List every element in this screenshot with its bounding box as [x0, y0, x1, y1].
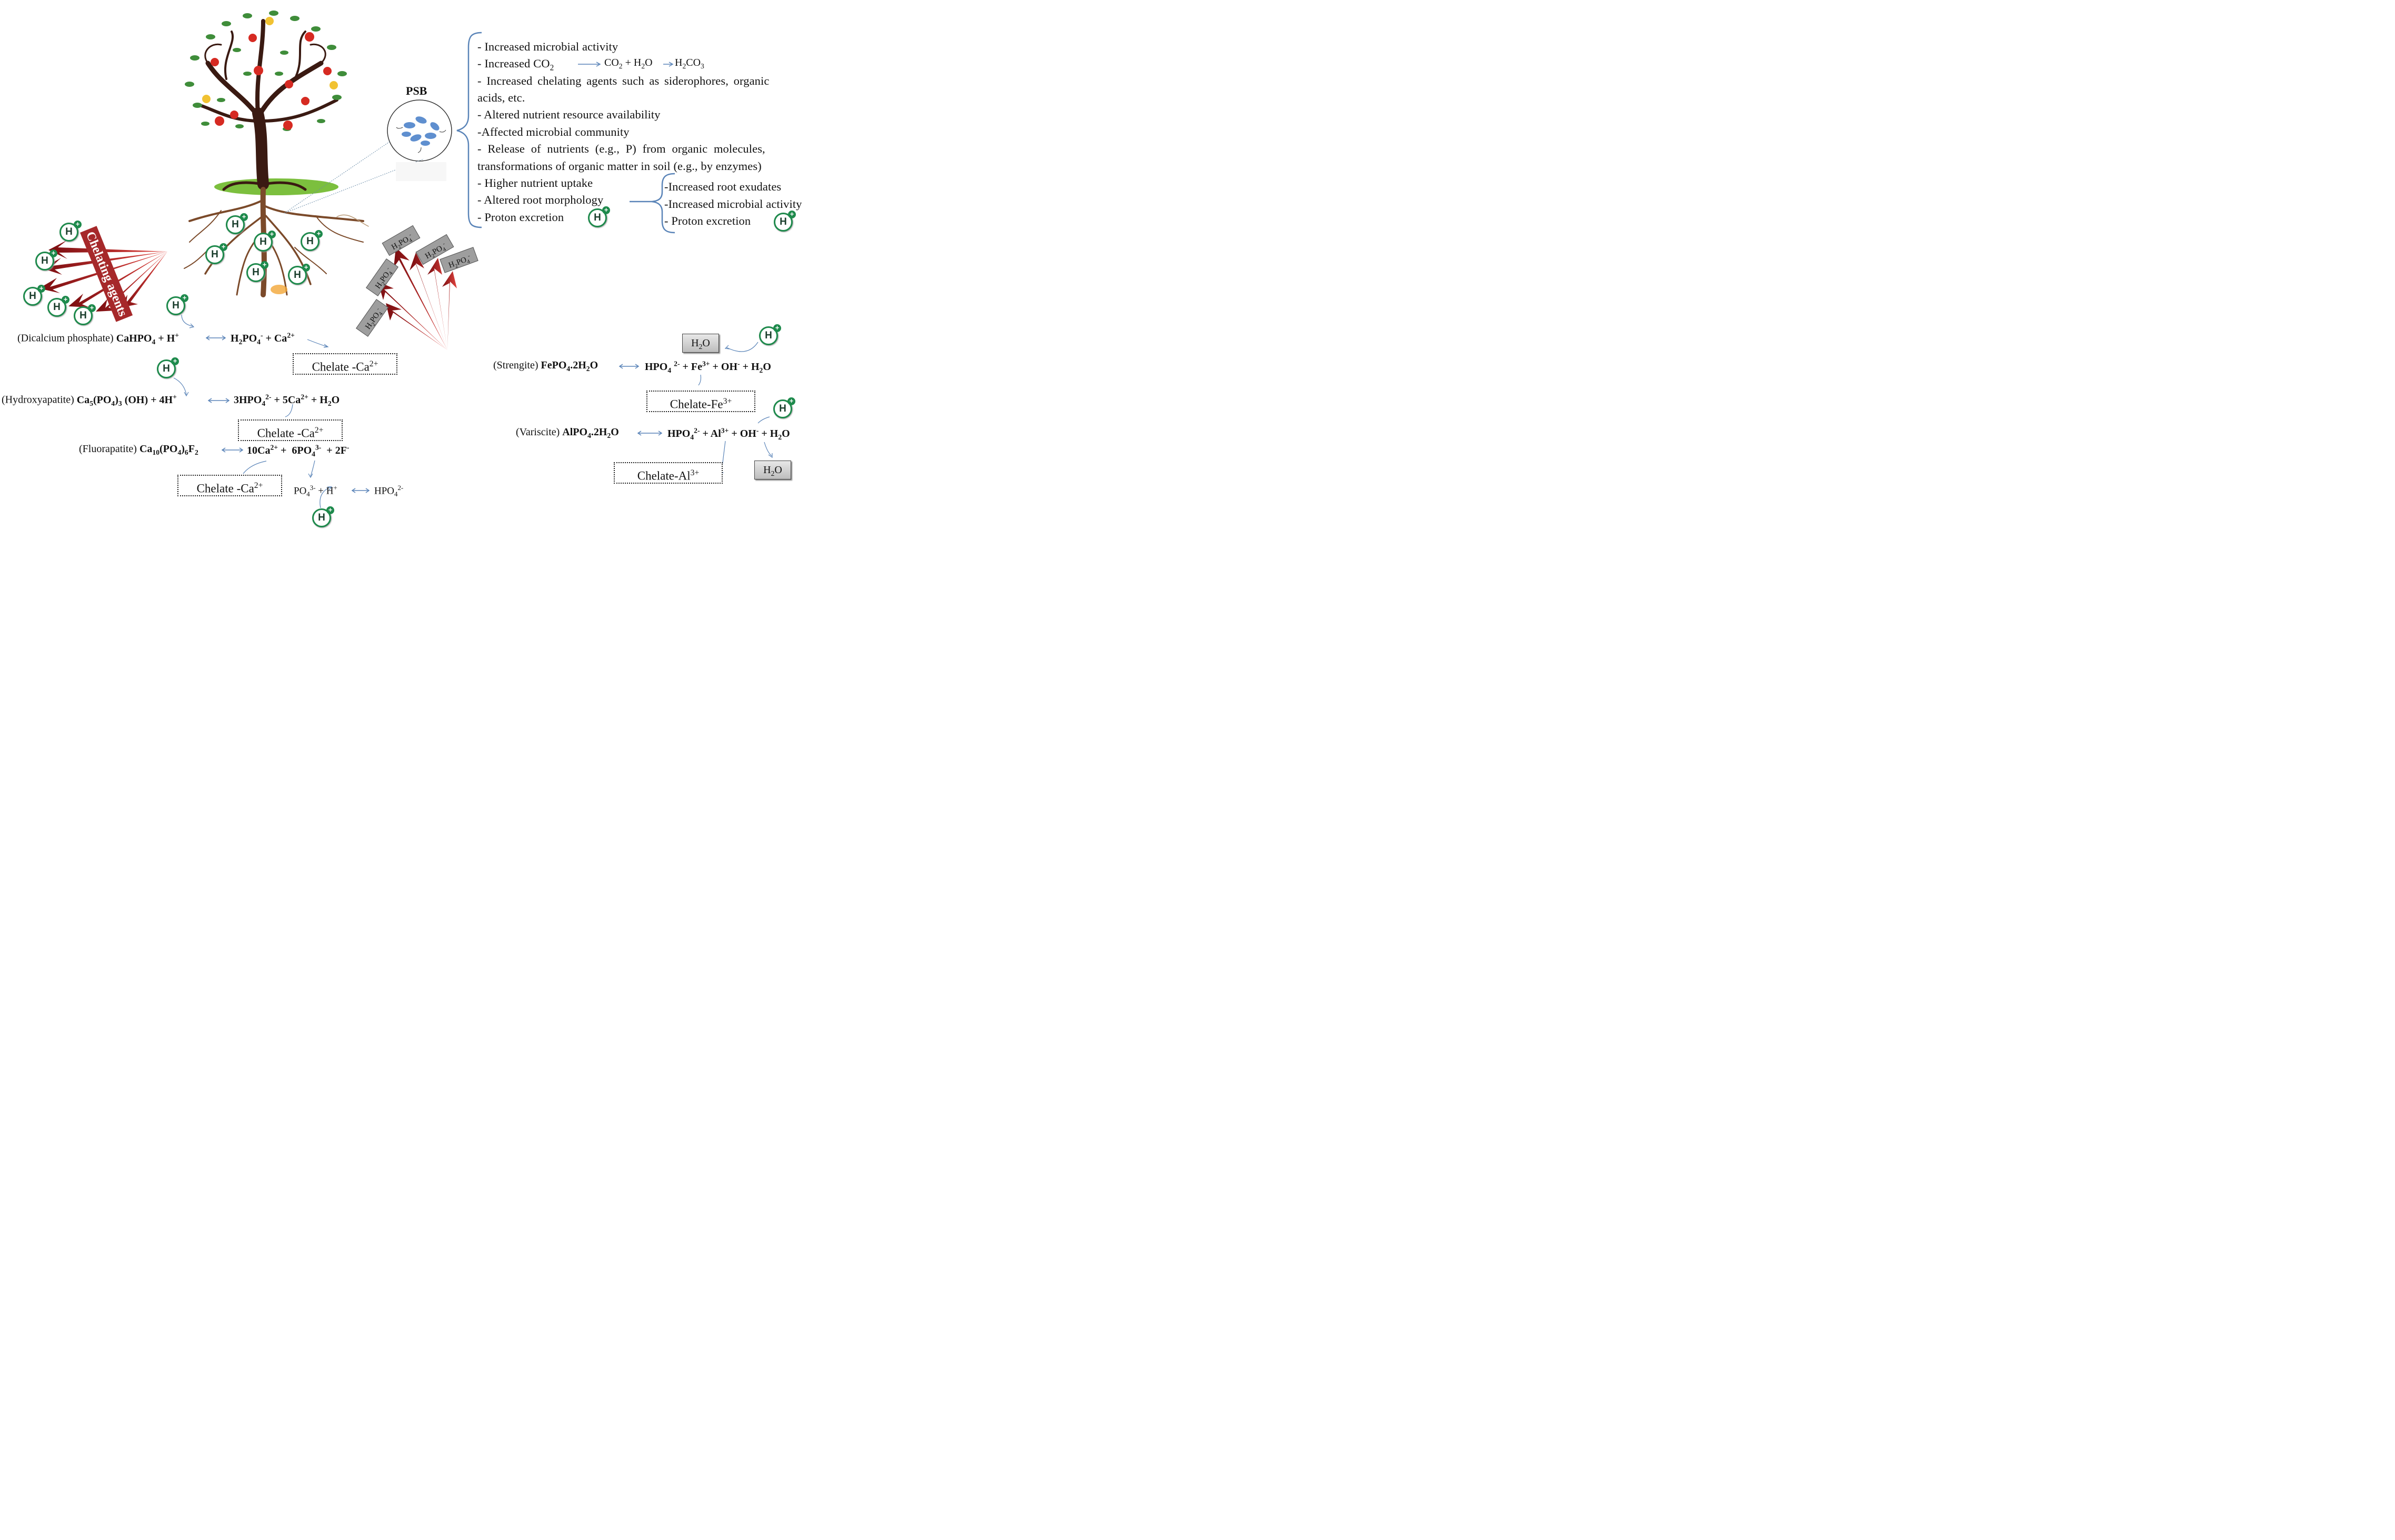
proton-icon: H+ [288, 264, 310, 285]
note-nutrient-uptake: - Higher nutrient uptake [477, 176, 593, 189]
reaction-variscite-products: HPO42- + Al3+ + OH- + H2O [667, 426, 790, 441]
note-root-exudates: -Increased root exudates [664, 180, 782, 193]
reaction-hydroxyapatite-products: 3HPO42- + 5Ca2+ + H2O [234, 393, 340, 407]
apples [202, 17, 338, 130]
note-proton-excretion: - Proton excretion [477, 211, 564, 224]
reaction-fluorapatite-products: 10Ca2+ + 6PO43- + 2F- [247, 443, 350, 458]
proton-icon: H+ [59, 221, 82, 242]
co2-reaction: CO2 + H2O [604, 57, 653, 70]
note-microbial-activity-2: -Increased microbial activity [664, 197, 802, 211]
root-tip-glow [271, 285, 287, 294]
note-microbial-community: -Affected microbial community [477, 125, 630, 138]
tree-leaves [185, 11, 347, 131]
reaction-dicalcium-products: H2PO4- + Ca2+ [231, 331, 295, 346]
proton-icon: H+ [23, 285, 45, 306]
proton-icon: H+ [774, 211, 796, 232]
right-red-arrows [378, 247, 457, 350]
water-box: H2O [754, 461, 791, 479]
proton-icon: H+ [35, 249, 57, 271]
note-microbial-activity: - Increased microbial activity [477, 40, 618, 53]
reaction-hydroxyapatite: (Hydroxyapatite) Ca5(PO4)3 (OH) + 4H+ [2, 393, 177, 407]
reaction-strengite: (Strengite) FePO4.2H2O [493, 359, 598, 373]
reaction-dicalcium: (Dicalcium phosphate) CaHPO4 + H+ [17, 331, 179, 346]
proton-icon: H+ [157, 357, 179, 378]
proton-icon: H+ [205, 243, 227, 264]
psb-label: PSB [406, 84, 427, 97]
psb-circle [387, 99, 452, 162]
note-nutrient-availability: - Altered nutrient resource availability [477, 108, 661, 121]
proton-icon: H+ [254, 231, 276, 252]
proton-icon: H+ [74, 304, 96, 325]
psb-label-bg [396, 162, 446, 181]
proton-icon: H+ [301, 230, 323, 251]
note-co2: - Increased CO2 [477, 57, 554, 73]
chelate-ca-box: Chelate -Ca2+ [177, 475, 282, 496]
proton-icon: H+ [588, 206, 610, 227]
proton-icon: H+ [312, 506, 334, 527]
water-box: H2O [682, 334, 719, 353]
chelate-ca-box: Chelate -Ca2+ [238, 419, 343, 441]
apple-tree [198, 19, 338, 191]
phosphate-protonation-product: HPO42- [374, 484, 404, 498]
note-chelating-agents-cont: acids, etc. [477, 91, 525, 104]
chelate-al-box: Chelate-Al3+ [614, 462, 723, 484]
chelate-fe-box: Chelate-Fe3+ [646, 391, 755, 412]
phosphate-protonation: PO43- + H+ [294, 484, 337, 498]
proton-icon: H+ [226, 213, 248, 234]
note-proton-excretion-2: - Proton excretion [664, 214, 751, 227]
reaction-fluorapatite: (Fluorapatite) Ca10(PO4)6F2 [79, 443, 198, 456]
proton-icon: H+ [246, 261, 268, 282]
proton-icon: H+ [759, 324, 781, 345]
chelate-ca-box: Chelate -Ca2+ [293, 353, 397, 375]
proton-icon: H+ [773, 397, 795, 418]
reaction-variscite: (Variscite) AlPO4.2H2O [516, 426, 619, 439]
main-brace [456, 32, 482, 228]
carbonic-acid: H2CO3 [675, 57, 704, 70]
proton-icon: H+ [166, 294, 188, 315]
note-nutrient-release: - Release of nutrients (e.g., P) from or… [477, 142, 765, 155]
note-root-morphology: - Altered root morphology [477, 193, 604, 206]
bacteria [402, 116, 440, 146]
ground-patch [214, 178, 338, 195]
reaction-strengite-products: HPO4 2- + Fe3+ + OH- + H2O [645, 359, 771, 374]
note-nutrient-release-cont: transformations of organic matter in soi… [477, 159, 762, 173]
roots [184, 187, 369, 297]
proton-icon: H+ [47, 296, 69, 317]
note-chelating-agents: - Increased chelating agents such as sid… [477, 74, 770, 87]
